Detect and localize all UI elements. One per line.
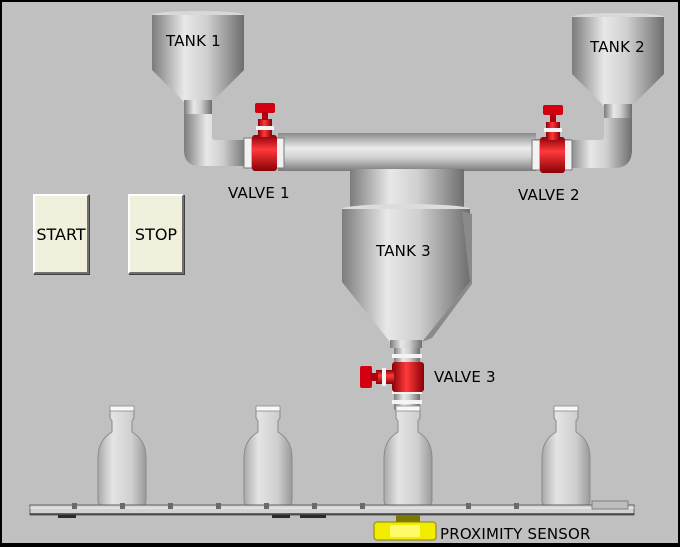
- bottle-2-icon: [243, 405, 293, 508]
- valve-3-icon[interactable]: [360, 362, 424, 392]
- proximity-sensor-label: PROXIMITY SENSOR: [440, 525, 591, 543]
- valve-1-icon[interactable]: [243, 103, 285, 171]
- bottle-3-icon: [383, 405, 433, 508]
- valve-1-label: VALVE 1: [228, 184, 290, 202]
- bottle-4-icon: [541, 405, 591, 508]
- tank-1: [152, 11, 244, 116]
- stop-button[interactable]: STOP: [128, 194, 184, 274]
- pipe-elbow-right: [568, 118, 632, 168]
- valve-3-label: VALVE 3: [434, 368, 496, 386]
- tank-3-label: TANK 3: [376, 242, 431, 260]
- tank-1-label: TANK 1: [166, 32, 221, 50]
- bottle-1-icon: [97, 405, 147, 508]
- tee-pipe: [350, 169, 464, 209]
- pipe-elbow-left: [184, 114, 248, 166]
- proximity-sensor-icon: [373, 515, 437, 541]
- valve-2-label: VALVE 2: [518, 186, 580, 204]
- valve-2-icon[interactable]: [531, 105, 573, 173]
- tank-3: [342, 204, 472, 348]
- tank-2: [572, 13, 664, 120]
- start-button[interactable]: START: [33, 194, 89, 274]
- header-pipe: [278, 133, 536, 171]
- tank-2-label: TANK 2: [590, 38, 645, 56]
- conveyor: [29, 500, 635, 518]
